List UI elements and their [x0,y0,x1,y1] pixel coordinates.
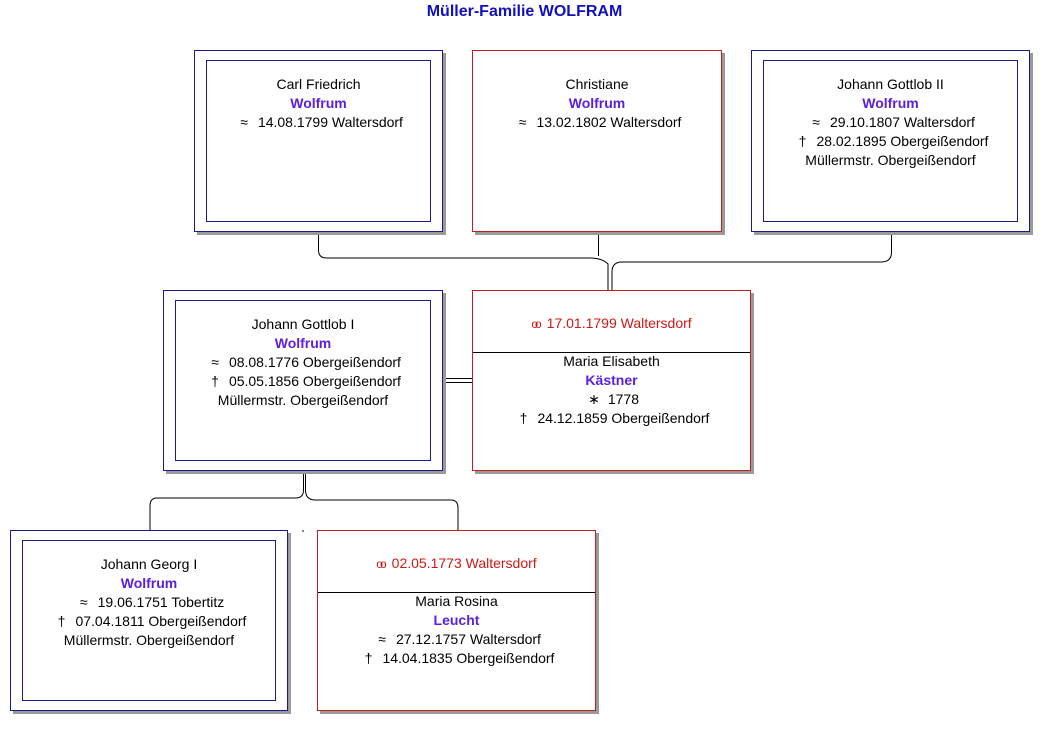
given-name: Carl Friedrich [276,76,361,92]
card-inner-border [22,540,276,701]
baptism-date: 29.10.1807 Waltersdorf [829,114,975,130]
death-icon: † [519,410,528,426]
occupation: Müllermstr. Obergeißendorf [217,392,389,408]
given-name: Maria Rosina [415,593,498,609]
person-card-johann-gottlob-i[interactable]: Johann Gottlob I Wolfrum ≈ 08.08.1776 Ob… [163,290,443,471]
baptism-icon: ≈ [518,114,527,130]
baptism-date: 13.02.1802 Waltersdorf [536,114,682,130]
given-name: Christiane [565,76,629,92]
surname: Leucht [433,612,480,628]
death-date: 24.12.1859 Obergeißendorf [537,410,710,426]
given-name: Johann Gottlob I [251,316,355,332]
baptism-date: 19.06.1751 Tobertitz [97,594,225,610]
connector-georg [149,471,304,530]
given-name: Johann Georg I [100,556,198,572]
card-divider [473,352,750,353]
death-date: 05.05.1856 Obergeißendorf [228,373,401,389]
surname: Wolfrum [568,95,626,111]
marriage-date: 02.05.1773 Waltersdorf [391,555,537,571]
baptism-date: 27.12.1757 Waltersdorf [395,631,541,647]
connector-johann2 [611,232,892,290]
surname: Wolfrum [274,335,332,351]
page-title: Müller-Familie WOLFRAM [426,3,623,20]
surname: Wolfrum [290,95,347,111]
card-divider [318,592,595,593]
spouse-card-maria-rosina[interactable]: oo 02.05.1773 Waltersdorf Maria Rosina Le… [317,530,596,711]
connector-rosina [305,471,459,530]
baptism-icon: ≈ [79,594,88,610]
death-icon: † [57,613,66,629]
surname: Kästner [585,372,638,388]
connector-carl [318,232,609,290]
surname: Wolfrum [862,95,919,111]
surname: Wolfrum [120,575,178,591]
baptism-icon: ≈ [378,631,386,647]
given-name: Maria Elisabeth [563,353,660,369]
baptism-icon: ≈ [812,114,820,130]
person-card-christiane[interactable]: Christiane Wolfrum ≈ 13.02.1802 Waltersd… [472,50,722,232]
marriage-date: 17.01.1799 Waltersdorf [546,315,692,331]
death-icon: † [364,650,373,666]
death-icon: † [798,133,807,149]
marriage-rings-icon: oo [376,557,387,571]
card-inner-border [175,300,431,461]
person-card-johann-georg-i[interactable]: Johann Georg I Wolfrum ≈ 19.06.1751 Tobe… [10,530,288,711]
birth-icon: ∗ [588,391,600,407]
card-inner-border [763,60,1018,222]
death-icon: † [211,373,219,389]
card-inner-border [206,60,431,222]
marriage-rings-icon: oo [531,317,542,331]
occupation: Müllermstr. Obergeißendorf [805,152,976,168]
spouse-card-maria-elisabeth[interactable]: oo 17.01.1799 Waltersdorf Maria Elisabeth… [472,290,751,471]
death-date: 07.04.1811 Obergeißendorf [75,613,247,629]
occupation: Müllermstr. Obergeißendorf [63,632,235,648]
baptism-date: 14.08.1799 Waltersdorf [257,114,403,130]
baptism-icon: ≈ [211,354,219,370]
death-date: 28.02.1895 Obergeißendorf [816,133,989,149]
baptism-icon: ≈ [240,114,248,130]
person-card-carl-friedrich[interactable]: Carl Friedrich Wolfrum ≈ 14.08.1799 Walt… [194,50,443,232]
birth-date: 1778 [607,391,640,407]
person-card-johann-gottlob-ii[interactable]: Johann Gottlob II Wolfrum ≈ 29.10.1807 W… [751,50,1030,232]
baptism-date: 08.08.1776 Obergeißendorf [228,354,401,370]
given-name: Johann Gottlob II [837,76,944,92]
death-date: 14.04.1835 Obergeißendorf [382,650,555,666]
